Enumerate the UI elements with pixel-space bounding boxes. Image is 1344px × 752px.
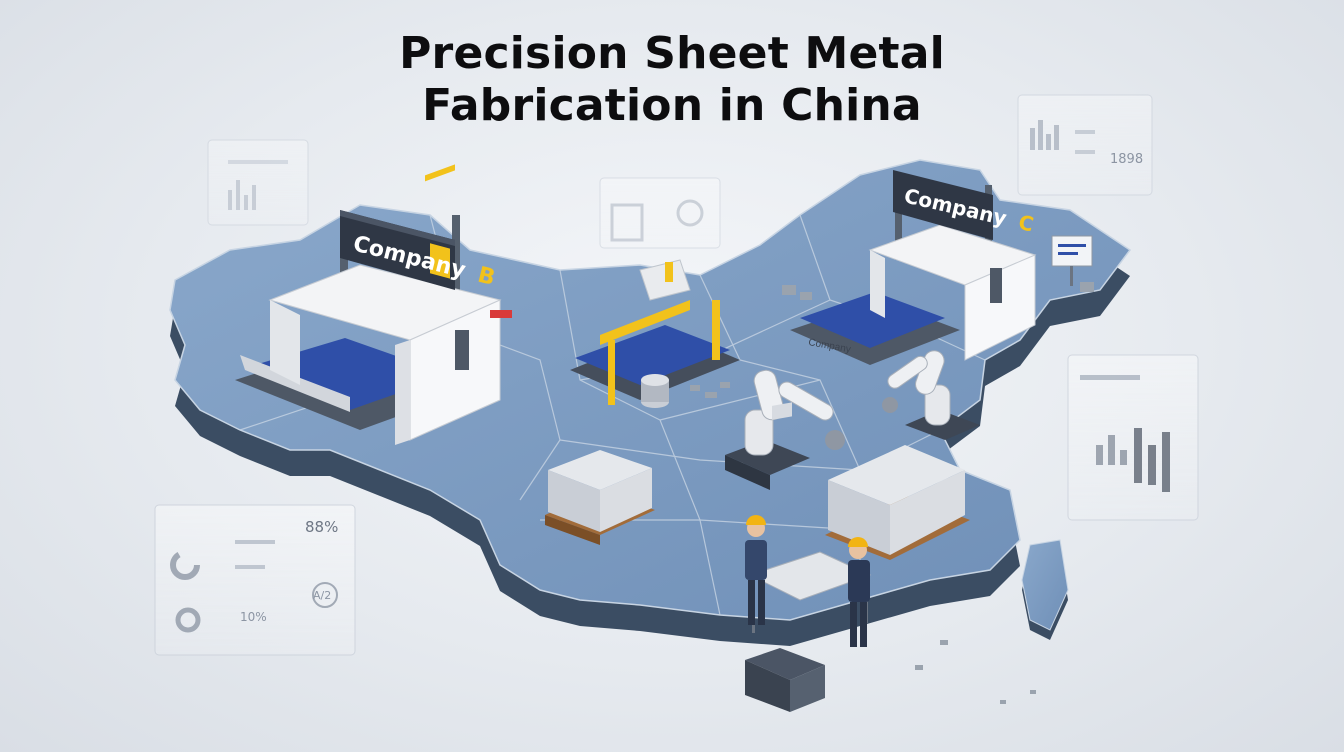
sheet-metal-pallet-left <box>545 450 655 545</box>
metal-drum <box>641 374 669 408</box>
company-b-sign-letter: B <box>475 263 497 291</box>
panel-bottom-left-percent: 10% <box>240 610 267 624</box>
data-panel-right <box>1067 354 1199 521</box>
data-panel-top-center <box>599 177 721 249</box>
monitor-stand <box>1051 235 1093 286</box>
laser-cutter-company-c: Company <box>790 180 1037 365</box>
title-line-2: Fabrication in China <box>422 80 922 131</box>
panel-bottom-left-value: 88% <box>305 518 339 536</box>
center-cnc-machine <box>570 259 740 405</box>
page-title: Precision Sheet Metal Fabrication in Chi… <box>0 28 1344 132</box>
robot-arm-right <box>882 350 980 440</box>
data-panel-bottom-left <box>154 504 356 656</box>
metal-parts <box>690 282 1094 704</box>
panel-bottom-left-badge: A/2 <box>313 589 332 602</box>
laser-cutter-company-b <box>235 164 512 445</box>
data-panel-top-right <box>1017 94 1153 196</box>
workers-workstation <box>745 402 872 712</box>
panel-top-right-value: 1898 <box>1110 152 1144 167</box>
data-panel-top-left <box>207 139 309 226</box>
title-line-1: Precision Sheet Metal <box>399 28 945 79</box>
company-c-sign-letter: C <box>1016 210 1036 237</box>
